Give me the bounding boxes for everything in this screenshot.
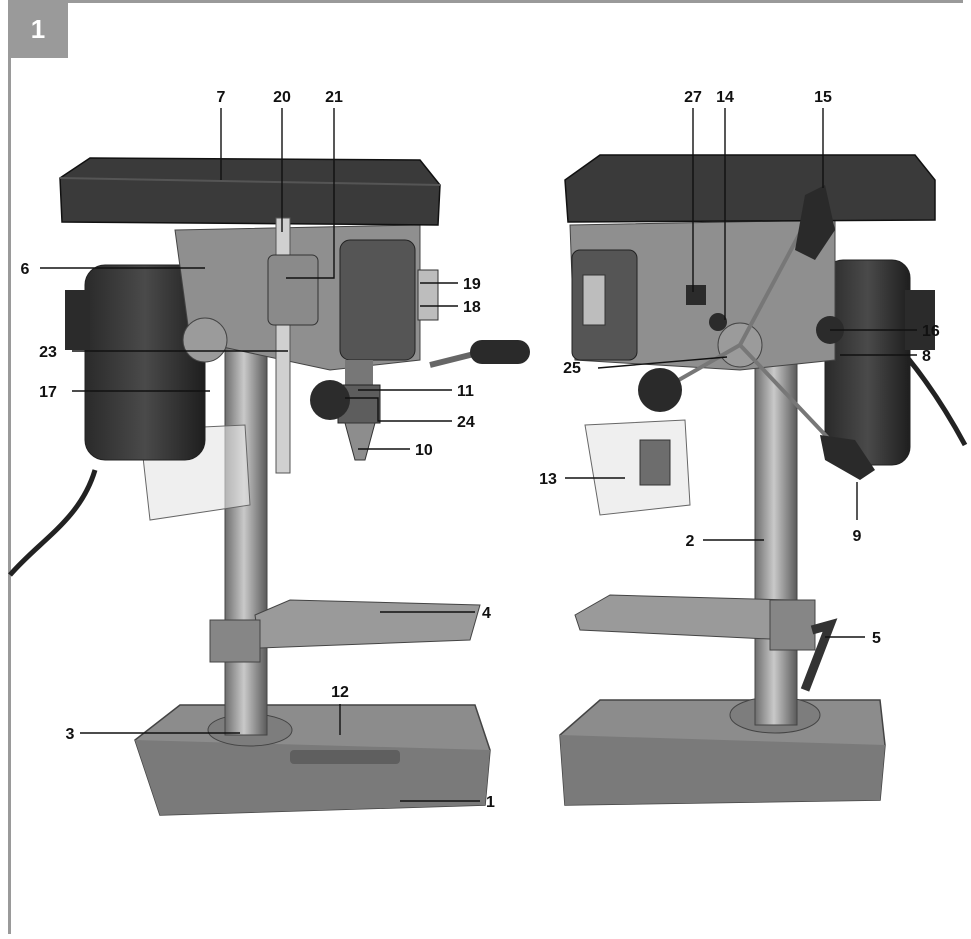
figure-number-badge: 1 xyxy=(8,0,68,58)
label-20: 20 xyxy=(273,89,291,106)
label-21: 21 xyxy=(325,89,343,106)
label-7: 7 xyxy=(217,89,226,106)
label-9: 9 xyxy=(853,528,862,545)
label-2: 2 xyxy=(686,533,695,550)
label-10: 10 xyxy=(415,442,433,459)
label-12: 12 xyxy=(331,684,349,701)
label-1: 1 xyxy=(486,794,495,811)
label-16: 16 xyxy=(922,323,940,340)
callout-lines xyxy=(40,108,917,802)
label-14: 14 xyxy=(716,89,734,106)
label-18: 18 xyxy=(463,299,481,316)
label-25: 25 xyxy=(563,360,581,377)
figure-frame xyxy=(8,0,963,934)
label-27: 27 xyxy=(684,89,702,106)
label-6: 6 xyxy=(21,261,30,278)
label-23: 23 xyxy=(39,344,57,361)
label-11: 11 xyxy=(457,383,474,400)
label-19: 19 xyxy=(463,276,481,293)
label-3: 3 xyxy=(66,726,75,743)
label-8: 8 xyxy=(922,348,931,365)
left-drill-press xyxy=(8,157,530,816)
right-drill-press xyxy=(559,154,968,806)
label-17: 17 xyxy=(39,384,57,401)
callout-labels: 7 20 21 6 19 18 23 17 11 24 10 4 12 3 1 … xyxy=(21,89,940,811)
label-4: 4 xyxy=(482,605,491,622)
label-15: 15 xyxy=(814,89,832,106)
label-5: 5 xyxy=(872,630,881,647)
label-24: 24 xyxy=(457,414,475,431)
label-13: 13 xyxy=(539,471,557,488)
